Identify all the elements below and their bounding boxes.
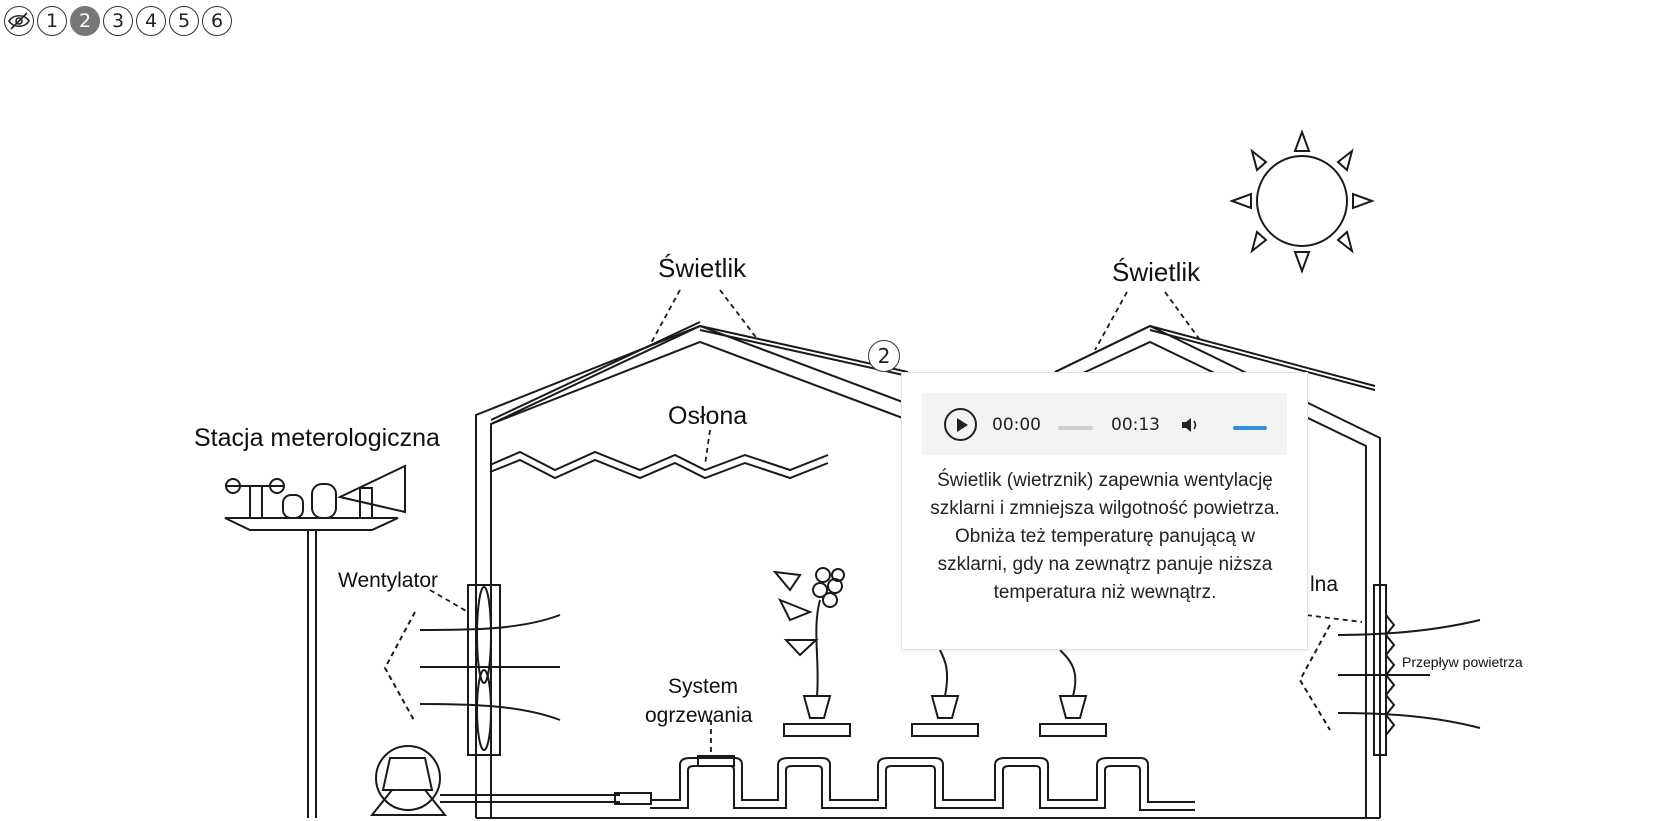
step-button-2[interactable]: 2 [70, 6, 100, 36]
label-fan: Wentylator [338, 569, 438, 592]
current-time: 00:00 [992, 415, 1041, 435]
play-icon [957, 418, 968, 432]
audio-progress-bar[interactable] [1058, 426, 1093, 430]
label-airflow: Przepływ powietrza [1402, 654, 1523, 670]
label-skylight-left: Świetlik [658, 253, 747, 283]
heating-pipes [650, 755, 1195, 811]
duration: 00:13 [1111, 415, 1160, 435]
step-button-3[interactable]: 3 [103, 6, 133, 36]
step-button-1[interactable]: 1 [37, 6, 67, 36]
sun-icon [1229, 129, 1375, 274]
label-heating-2: ogrzewania [645, 704, 753, 727]
hotspot-marker[interactable]: 2 [868, 340, 900, 372]
weather-station-icon [224, 464, 406, 818]
step-button-6[interactable]: 6 [202, 6, 232, 36]
shade-screen [489, 450, 829, 472]
step-button-4[interactable]: 4 [136, 6, 166, 36]
eye-off-icon [8, 12, 30, 30]
label-cooling-partial: lna [1310, 573, 1338, 596]
blower-icon [369, 745, 652, 816]
step-button-5[interactable]: 5 [169, 6, 199, 36]
audio-player: 00:00 00:13 [922, 393, 1287, 455]
label-heating-1: System [668, 675, 738, 698]
popup-description: Świetlik (wietrznik) zapewnia wentylację… [930, 470, 1280, 603]
step-navigation: 1 2 3 4 5 6 [4, 6, 232, 36]
cooling-pad-icon [1298, 584, 1481, 756]
volume-slider[interactable] [1233, 426, 1267, 430]
plant-icon [772, 567, 1107, 737]
label-skylight-right: Świetlik [1112, 257, 1201, 287]
skylight-right [1054, 325, 1376, 391]
play-button[interactable] [944, 408, 977, 441]
volume-icon[interactable] [1180, 416, 1200, 434]
fan-icon [383, 584, 561, 756]
label-shade: Osłona [668, 402, 747, 430]
hotspot-popup: 00:00 00:13 Świetlik (wietrznik) zapewni… [901, 372, 1308, 650]
hide-hotspots-button[interactable] [4, 6, 34, 36]
label-weather-station: Stacja meterologiczna [194, 424, 440, 452]
